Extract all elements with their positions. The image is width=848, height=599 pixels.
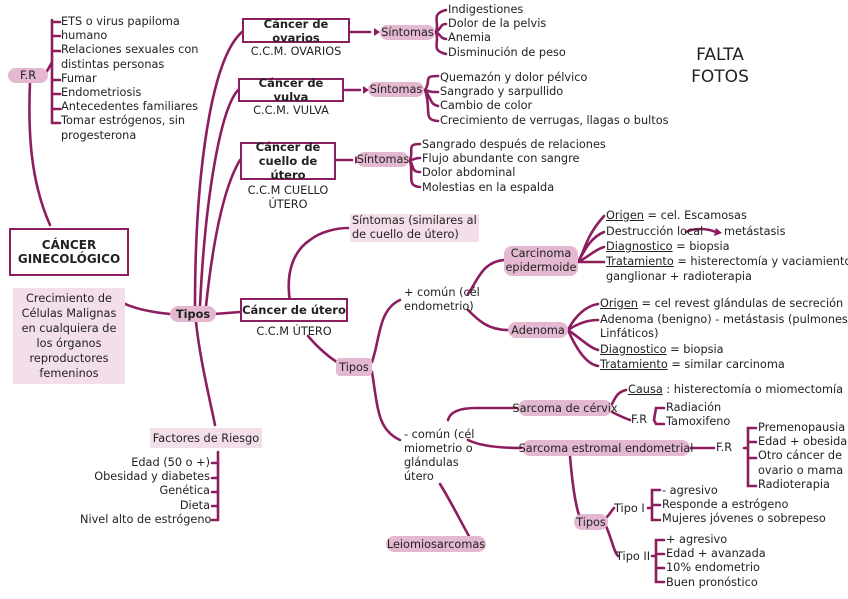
center-node: CÁNCER GINECOLÓGICO (9, 228, 129, 276)
sarcoma-estromal-tipos-label: Tipos (574, 514, 608, 530)
list-item: distintas personas (61, 57, 165, 71)
adenoma-benigno: Adenoma (benigno) - metástasis (pulmones… (600, 313, 848, 326)
cuello-code: C.C.M CUELLO ÚTERO (247, 184, 329, 211)
list-item: Radioterapia (758, 477, 830, 491)
factores-list: Edad (50 o +) Obesidad y diabetes Genéti… (80, 456, 212, 527)
list-item: Obesidad y diabetes (94, 470, 210, 484)
tipo1-label: Tipo I (614, 502, 645, 515)
list-item: Tamoxifeno (666, 415, 731, 429)
ovarios-node: Cáncer de ovarios (242, 17, 350, 45)
list-item: ETS o virus papiloma (61, 15, 180, 28)
list-item: humano (61, 29, 108, 43)
adenoma-label: Adenoma (508, 322, 568, 338)
tipos-label: Tipos (170, 306, 216, 322)
list-item: Dieta (179, 498, 210, 512)
list-item: Relaciones sexuales con (61, 43, 199, 57)
list-item: Mujeres jóvenes o sobrepeso (662, 512, 826, 526)
list-item: Radiación (666, 401, 722, 414)
carcinoma-destruccion: Destrucción local (606, 225, 704, 238)
sarcoma-cervix-label: Sarcoma de cérvix (512, 400, 618, 416)
carcinoma-diagnostico: Diagnostico = biopsia (606, 240, 730, 253)
leiomiosarcomas-label: Leiomiosarcomas (386, 536, 486, 552)
utero-sintomas-text: Síntomas (similares al de cuello de úter… (350, 214, 479, 242)
sarcoma-estromal-label: Sarcoma estromal endometrial (518, 440, 694, 456)
adenoma-origen: Origen = cel revest glándulas de secreci… (600, 297, 844, 310)
tipo1-list: - agresivo Responde a estrógeno Mujeres … (662, 484, 826, 527)
carcinoma-origen: Origen = cel. Escamosas (606, 209, 747, 222)
fr-list: ETS o virus papiloma humano Relaciones s… (61, 15, 198, 143)
sarcoma-cervix-fr-label: F.R (631, 413, 648, 426)
vulva-node: Cáncer de vulva (238, 76, 344, 104)
list-item: Edad + obesidad (758, 435, 848, 449)
list-item: progesterona (61, 128, 137, 142)
list-item: Otro cáncer de (758, 449, 843, 463)
utero-node: Cáncer de útero (240, 298, 348, 322)
list-item: Dolor abdominal (422, 166, 516, 180)
list-item: Indigestiones (448, 3, 524, 16)
carcinoma-tratamiento-cont: ganglionar + radioterapia (606, 270, 752, 283)
adenoma-tratamiento: Tratamiento = similar carcinoma (600, 358, 785, 371)
list-item: Buen pronóstico (666, 575, 758, 589)
list-item: Anemia (448, 31, 491, 45)
list-item: Sangrado y sarpullido (440, 85, 564, 99)
ovarios-sintomas-label: Síntomas (380, 25, 435, 40)
adenoma-diagnostico: Diagnostico = biopsia (600, 343, 724, 356)
fr-label: F.R (8, 68, 48, 83)
list-item: + agresivo (666, 533, 728, 546)
list-item: 10% endometrio (666, 561, 760, 575)
carcinoma-metastasis: metástasis (724, 225, 786, 238)
list-item: Molestias en la espalda (422, 180, 555, 194)
list-item: Antecedentes familiares (61, 100, 199, 114)
utero-code: C.C.M ÚTERO (256, 325, 332, 338)
missing-photos-note: FALTA FOTOS (691, 45, 749, 87)
tipo2-list: + agresivo Edad + avanzada 10% endometri… (666, 533, 766, 590)
sarcoma-estromal-fr-label: F.R (716, 441, 733, 454)
list-item: Sangrado después de relaciones (422, 138, 606, 151)
list-item: Edad (50 o +) (131, 456, 210, 469)
carcinoma-label: Carcinoma epidermoide (504, 246, 578, 276)
list-item: Endometriosis (61, 86, 142, 100)
list-item: Cambio de color (440, 99, 533, 113)
center-definition: Crecimiento de Células Malignas en cualq… (13, 288, 125, 384)
sarcoma-cervix-causa: Causa : histerectomía o miomectomía (628, 383, 844, 396)
menos-comun-label: - común (cél miometrio o glándulas útero (404, 428, 475, 483)
vulva-code: C.C.M. VULVA (253, 104, 329, 117)
utero-tipos-label: Tipos (336, 358, 372, 376)
vulva-sintomas-label: Síntomas (368, 82, 424, 97)
list-item: Responde a estrógeno (662, 498, 789, 512)
mas-comun-label: + común (cél endometrio) (404, 286, 480, 313)
ovarios-sintomas-list: Indigestiones Dolor de la pelvis Anemia … (448, 3, 566, 60)
list-item: Disminución de peso (448, 45, 566, 59)
list-item: Edad + avanzada (666, 547, 766, 561)
tipo2-label: Tipo II (616, 550, 651, 563)
list-item: Crecimiento de verrugas, llagas o bultos (440, 113, 669, 127)
list-item: - agresivo (662, 484, 718, 497)
carcinoma-tratamiento: Tratamiento = histerectomía y vaciamient… (606, 255, 848, 268)
list-item: Genética (159, 484, 210, 498)
list-item: Quemazón y dolor pélvico (440, 71, 588, 84)
list-item: Nivel alto de estrógeno (80, 512, 212, 526)
cuello-sintomas-label: Síntomas (356, 152, 410, 167)
factores-label: Factores de Riesgo (150, 428, 262, 448)
sarcoma-estromal-fr-list: Premenopausia Edad + obesidad Otro cánce… (758, 421, 848, 492)
list-item: Premenopausia (758, 421, 846, 434)
vulva-sintomas-list: Quemazón y dolor pélvico Sangrado y sarp… (440, 71, 669, 128)
sarcoma-cervix-fr-list: Radiación Tamoxifeno (666, 401, 730, 429)
list-item: ovario o mama (758, 463, 844, 477)
cuello-sintomas-list: Sangrado después de relaciones Flujo abu… (422, 138, 606, 195)
list-item: Tomar estrógenos, sin (61, 114, 186, 128)
adenoma-benigno-cont: Linfáticos) (600, 327, 659, 340)
cuello-node: Cáncer de cuello de útero (240, 140, 336, 182)
list-item: Flujo abundante con sangre (422, 152, 580, 166)
list-item: Fumar (61, 71, 97, 85)
list-item: Dolor de la pelvis (448, 17, 547, 31)
ovarios-code: C.C.M. OVARIOS (250, 45, 342, 58)
